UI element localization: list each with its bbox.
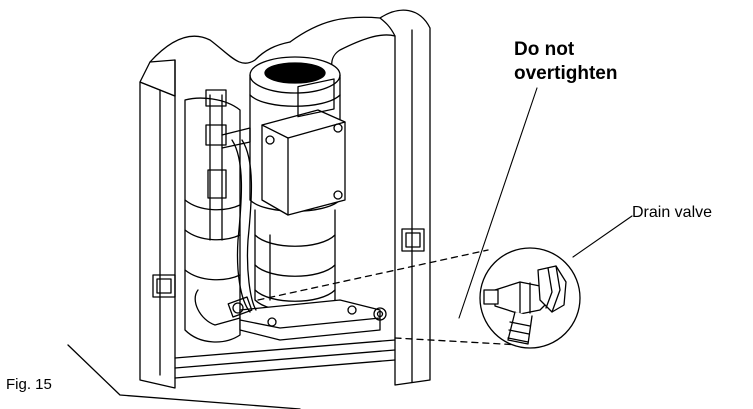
- caution-leader: [458, 87, 538, 319]
- drain-valve-detail: [479, 247, 581, 349]
- caution-label: Do not overtighten: [514, 38, 617, 86]
- pressure-tank: [184, 97, 241, 343]
- caution-line-1: Do not: [514, 39, 575, 60]
- label-leaders: [458, 87, 633, 319]
- motor-pump-assembly: [239, 56, 387, 341]
- caution-line-2: overtighten: [514, 63, 618, 84]
- drain-valve-leader: [572, 215, 633, 258]
- detail-leader: [257, 249, 521, 346]
- cabinet-frame: [67, 9, 431, 409]
- drain-valve-label: Drain valve: [632, 204, 713, 221]
- figure-caption: Fig. 15: [6, 376, 52, 393]
- piping: [194, 89, 257, 326]
